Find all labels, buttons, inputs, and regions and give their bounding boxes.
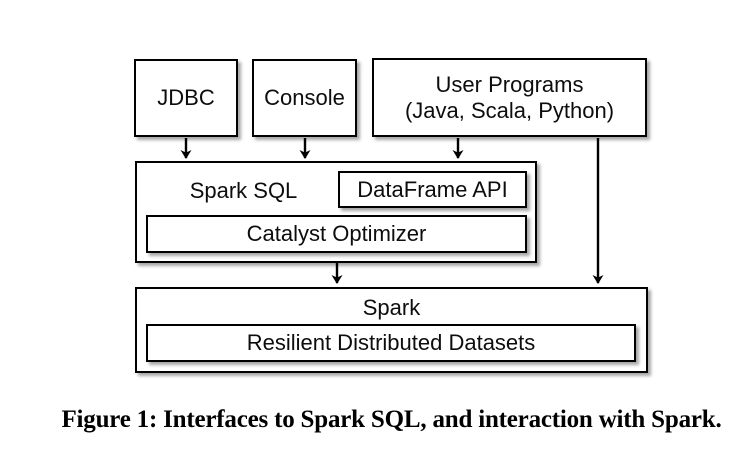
node-rdd: Resilient Distributed Datasets [146,324,636,362]
node-user-programs-label-line1: User Programs [435,71,584,97]
node-spark: Spark Resilient Distributed Datasets [135,287,648,373]
node-dataframe-api-label: DataFrame API [357,176,508,202]
node-catalyst-optimizer: Catalyst Optimizer [146,215,527,253]
node-jdbc-label: JDBC [157,85,215,111]
node-user-programs-label-line2: (Java, Scala, Python) [404,97,615,123]
node-spark-sql: Spark SQL DataFrame API Catalyst Optimiz… [135,161,537,263]
node-spark-sql-label: Spark SQL [189,177,298,203]
node-console: Console [252,59,357,137]
node-catalyst-optimizer-label: Catalyst Optimizer [246,221,427,247]
node-user-programs: User Programs (Java, Scala, Python) [372,58,647,137]
node-spark-label: Spark [362,294,421,320]
node-jdbc: JDBC [134,59,238,137]
node-dataframe-api: DataFrame API [338,171,527,208]
node-rdd-label: Resilient Distributed Datasets [246,330,536,356]
figure-caption: Figure 1: Interfaces to Spark SQL, and i… [61,406,722,433]
node-console-label: Console [264,85,345,111]
